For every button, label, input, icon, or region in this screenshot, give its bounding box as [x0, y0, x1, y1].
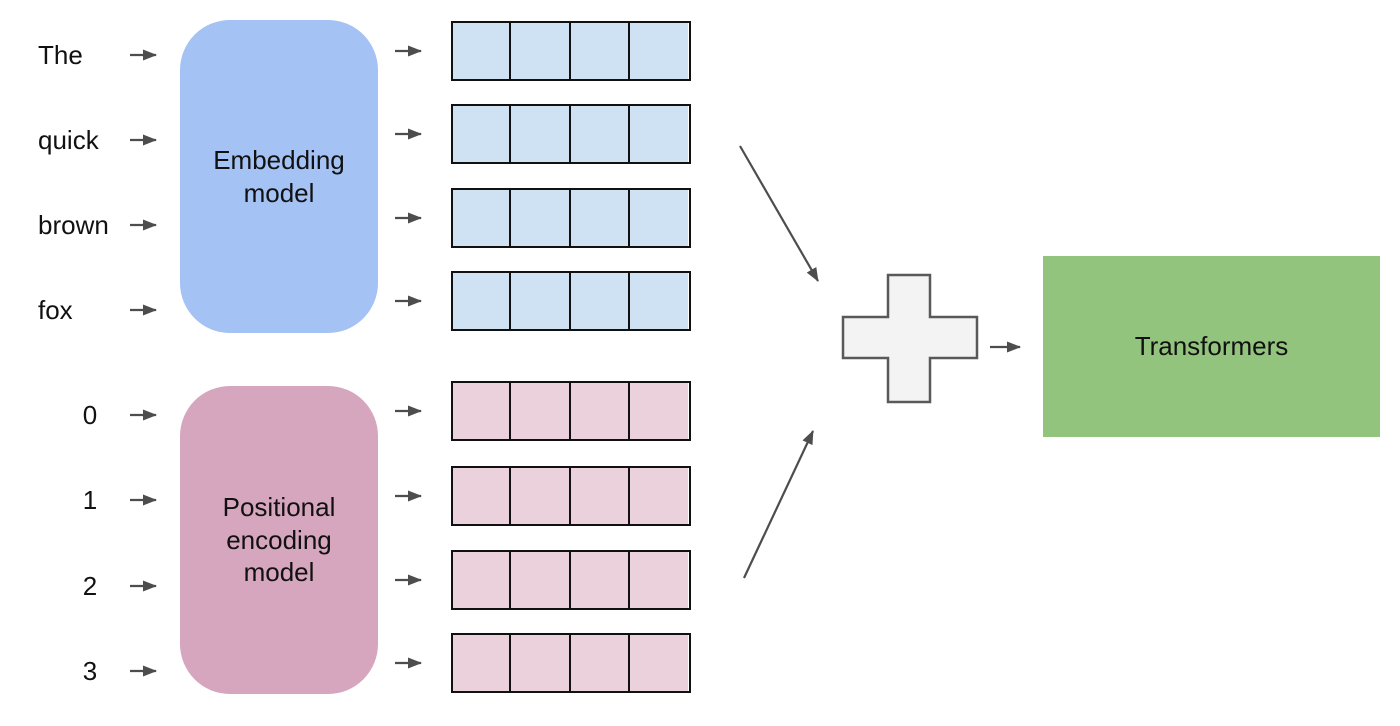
vector-cell: [453, 190, 509, 246]
position-label: 3: [82, 656, 98, 686]
token-label: fox: [38, 295, 73, 325]
transformers-label: Transformers: [1134, 331, 1289, 361]
transformers-box: Transformers: [1043, 256, 1380, 437]
vector-cell: [628, 552, 688, 608]
vector-cell: [453, 273, 509, 329]
vector-cell: [568, 635, 628, 691]
vector-cell: [453, 383, 509, 439]
vector-cell: [628, 190, 688, 246]
vector-cell: [628, 383, 688, 439]
vector-cell: [509, 273, 569, 329]
embedding-vector-row: [451, 104, 691, 164]
vector-cell: [568, 552, 628, 608]
vector-cell: [568, 468, 628, 524]
token-label: quick: [38, 125, 99, 155]
embedding-vector-row: [451, 21, 691, 81]
position-label: 1: [82, 485, 98, 515]
vector-cell: [453, 106, 509, 162]
embedding-vector-row: [451, 188, 691, 248]
vector-cell: [509, 552, 569, 608]
vector-cell: [453, 23, 509, 79]
vector-cell: [509, 468, 569, 524]
vector-cell: [628, 635, 688, 691]
positional-vector-row: [451, 550, 691, 610]
positional-to-sum-arrow: [743, 430, 814, 579]
vector-cell: [568, 273, 628, 329]
vector-cell: [509, 383, 569, 439]
vector-cell: [453, 635, 509, 691]
positional-vector-row: [451, 633, 691, 693]
vector-cell: [568, 383, 628, 439]
vector-cell: [453, 468, 509, 524]
positional-encoding-model-label: Positional encoding model: [222, 492, 336, 588]
vector-cell: [628, 273, 688, 329]
embedding-to-sum-arrow: [739, 145, 819, 282]
positional-vector-row: [451, 381, 691, 441]
vector-cell: [568, 23, 628, 79]
vector-cell: [568, 106, 628, 162]
vector-cell: [509, 106, 569, 162]
embedding-model-box: Embedding model: [180, 20, 378, 333]
vector-cell: [628, 106, 688, 162]
positional-encoding-model-box: Positional encoding model: [180, 386, 378, 694]
position-label: 0: [82, 400, 98, 430]
token-label: brown: [38, 210, 109, 240]
vector-cell: [509, 635, 569, 691]
plus-icon: [841, 273, 979, 404]
vector-cell: [628, 468, 688, 524]
position-label: 2: [82, 571, 98, 601]
vector-cell: [509, 23, 569, 79]
embedding-model-label: Embedding model: [213, 145, 345, 208]
positional-vector-row: [451, 466, 691, 526]
token-label: The: [38, 40, 83, 70]
vector-cell: [509, 190, 569, 246]
vector-cell: [628, 23, 688, 79]
vector-cell: [568, 190, 628, 246]
vector-cell: [453, 552, 509, 608]
embedding-vector-row: [451, 271, 691, 331]
